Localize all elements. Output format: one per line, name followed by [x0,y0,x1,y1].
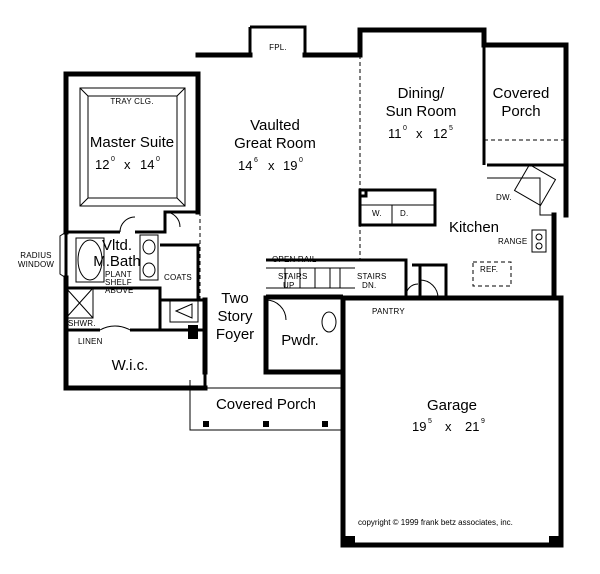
foyer-name-line2: Story [217,308,253,325]
dishwasher-label: DW. [496,193,512,202]
garage-dim-h-sup: 9 [481,418,485,425]
bath-name-line2: M.Bath [93,253,141,270]
kitchen-name: Kitchen [449,219,499,236]
bath-fixtures [75,234,199,339]
doors [99,211,439,331]
washer-label: W. [372,209,382,218]
master-suite-dim-w: 12 [95,157,109,172]
great-room-dim-h-sup: 0 [299,157,303,164]
radius-window-label-2: WINDOW [18,260,55,269]
plant-shelf-label-3: ABOVE [105,286,134,295]
copyright-notice: copyright © 1999 frank betz associates, … [358,518,513,527]
range-label: RANGE [498,237,527,246]
garage-dim-w: 19 [412,419,426,434]
wic-name: W.i.c. [112,357,149,374]
great-room-dim-w: 14 [238,158,252,173]
interior-walls [64,45,566,388]
shower-label: SHWR. [68,319,96,328]
garage-name: Garage [427,397,477,414]
dining-name-line2: Sun Room [386,103,457,120]
svg-text:x: x [268,158,275,173]
radius-window-label-1: RADIUS [20,251,51,260]
dryer-label: D. [400,209,408,218]
plant-shelf-label-1: PLANT [105,270,132,279]
open-rail-label: OPEN RAIL [272,255,317,264]
foyer-name-line3: Foyer [216,326,254,343]
dining-dim-h-sup: 5 [449,125,453,132]
foyer-name-line1: Two [221,290,249,307]
master-suite-dim-h-sup: 0 [156,156,160,163]
stairs-up-label-2: UP [283,281,295,290]
linen-label: LINEN [78,337,103,346]
great-room-name-line1: Vaulted [250,117,300,134]
rear-porch-name-line2: Porch [501,103,540,120]
tray-ceiling-label: TRAY CLG. [110,97,153,106]
master-suite-dim-w-sup: 0 [111,156,115,163]
stairs-up-label-1: STAIRS [278,272,308,281]
bath-name-line1: Vltd. [102,237,132,254]
radius-window [59,231,67,279]
great-room-dim-w-sup: 6 [254,157,258,164]
svg-text:x: x [445,419,452,434]
garage-misc [345,188,559,544]
stairs-down-label-1: STAIRS [357,272,387,281]
front-porch [189,380,343,431]
refrigerator-label: REF. [480,265,498,274]
front-porch-name: Covered Porch [216,396,316,413]
great-room-name-line2: Great Room [234,135,316,152]
plant-shelf-label-2: SHELF [105,278,132,287]
powder-name: Pwdr. [281,332,319,349]
fireplace-label: FPL. [269,43,287,52]
pantry-label: PANTRY [372,307,405,316]
dining-name-line1: Dining/ [398,85,446,102]
great-room-dim-h: 19 [283,158,297,173]
garage-dim-w-sup: 5 [428,418,432,425]
master-suite-dim-h: 14 [140,157,154,172]
svg-text:x: x [124,157,131,172]
stairs-down-label-2: DN. [362,281,376,290]
coats-label: COATS [164,273,192,282]
garage-dim-h: 21 [465,419,479,434]
dining-dim-h: 12 [433,126,447,141]
rear-porch-name-line1: Covered [493,85,550,102]
dining-dim-w-sup: 0 [403,125,407,132]
master-suite-name: Master Suite [90,134,174,151]
svg-text:x: x [416,126,423,141]
dining-dim-w: 11 [388,126,402,141]
